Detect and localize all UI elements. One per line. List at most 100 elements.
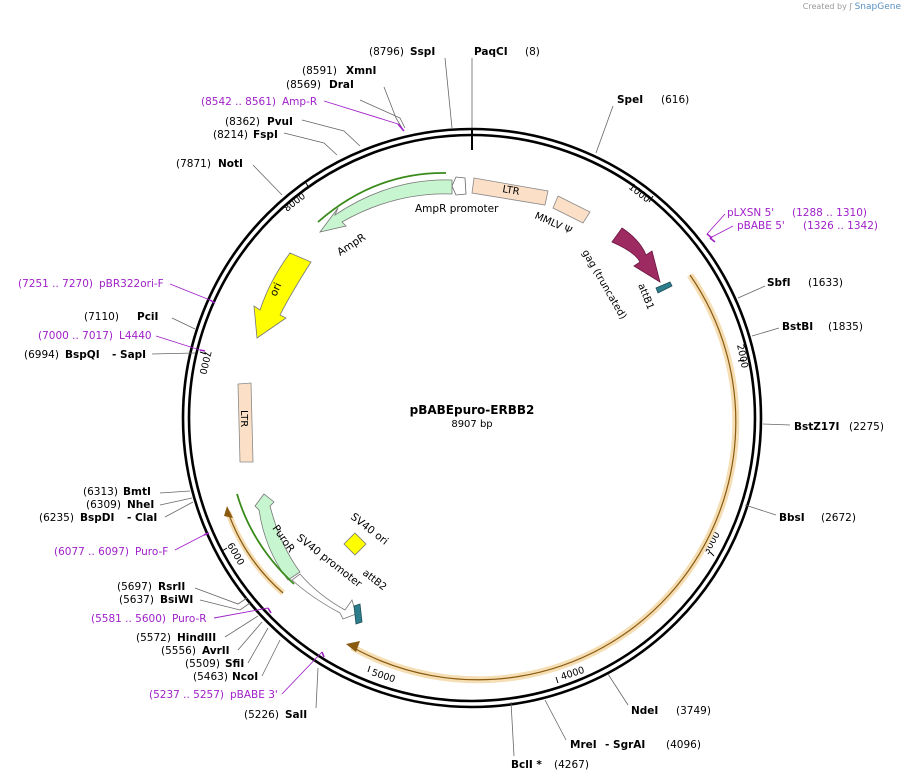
site-name[interactable]: BsiWI	[160, 594, 193, 606]
site-labels: (8796) SspI PaqCI (8) (8591) XmnI (8569)…	[24, 46, 884, 771]
site-leaders	[151, 57, 791, 757]
site-pos: (6313)	[83, 486, 118, 498]
orf-insert-arc-line	[351, 274, 737, 681]
tick-group: 1000 2000 3000 4000 5000 6000 7000 8000	[197, 182, 750, 686]
site-pos: (8214)	[213, 129, 248, 141]
site-pos: (616)	[661, 94, 689, 106]
ampr-promoter-label: AmpR promoter	[415, 203, 499, 215]
site-pos: (1633)	[808, 277, 843, 289]
plasmid-name: pBABEpuro-ERBB2	[410, 403, 535, 417]
orf-insert-arrow-icon	[346, 641, 360, 652]
ltr-feature-left[interactable]	[237, 382, 254, 463]
tick-mark	[221, 547, 228, 552]
primer-name[interactable]: pLXSN 5'	[727, 207, 774, 219]
plasmid-length: 8907 bp	[451, 419, 492, 430]
attb2-feature[interactable]	[353, 603, 363, 625]
primer-marks	[199, 123, 716, 658]
tick-mark	[199, 351, 207, 355]
primer-name[interactable]: pBR322ori-F	[99, 278, 164, 290]
ori-label: ori	[268, 281, 285, 298]
site-name[interactable]: MreI	[570, 739, 597, 751]
tick-label: 8000	[282, 191, 308, 215]
ltr-feature-top[interactable]	[471, 177, 549, 206]
snapgene-credit: Created by ʃ SnapGene	[803, 2, 901, 12]
primer-range: (5581 .. 5600)	[91, 613, 166, 625]
primer-range: (6077 .. 6097)	[54, 546, 129, 558]
site-pos: (5572)	[136, 632, 171, 644]
site-name[interactable]: BbsI	[779, 512, 805, 524]
site-name[interactable]: XmnI	[346, 65, 376, 77]
site-pos: (7871)	[176, 158, 211, 170]
attb2-label: attB2	[360, 568, 388, 593]
sv40-ori-feature[interactable]	[343, 532, 367, 556]
primer-name[interactable]: Amp-R	[282, 96, 317, 108]
site-name[interactable]: BclI *	[511, 759, 542, 771]
site-pos: (4096)	[666, 739, 701, 751]
site-name[interactable]: NdeI	[631, 705, 658, 717]
site-name[interactable]: SfiI	[225, 658, 244, 670]
primer-name[interactable]: L4440	[119, 330, 152, 342]
site-name[interactable]: FspI	[253, 129, 278, 141]
puror-feature[interactable]	[254, 493, 301, 581]
site-name[interactable]: SspI	[410, 46, 435, 58]
ori-feature[interactable]	[253, 252, 312, 339]
sv40-promoter-feature[interactable]	[291, 573, 357, 620]
site-name[interactable]: BspDI	[80, 512, 114, 524]
site-name[interactable]: NotI	[218, 158, 243, 170]
site-name[interactable]: SbfI	[767, 277, 791, 289]
site-pos: (5697)	[117, 581, 152, 593]
primer-name[interactable]: pBABE 3'	[230, 689, 278, 701]
primer-range: (8542 .. 8561)	[201, 96, 276, 108]
site-name[interactable]: PvuI	[267, 116, 293, 128]
puror-orf-arrow-icon	[224, 506, 233, 518]
mmlv-psi-feature[interactable]	[552, 195, 591, 224]
ampr-label: AmpR	[335, 231, 368, 258]
snapgene-logo-icon: ʃ	[849, 2, 853, 11]
site-name[interactable]: SalI	[285, 709, 307, 721]
primer-name[interactable]: Puro-F	[135, 546, 168, 558]
site-name[interactable]: BstZ17I	[794, 421, 839, 433]
site-name[interactable]: NheI	[127, 499, 154, 511]
site-pos: (8796)	[369, 46, 404, 58]
tick-label: 2000	[734, 343, 750, 369]
ampr-feature[interactable]	[319, 179, 453, 233]
site-alt: - SapI	[112, 349, 146, 361]
site-name[interactable]: RsrII	[158, 581, 185, 593]
site-name[interactable]: SpeI	[617, 94, 643, 106]
site-pos: (2275)	[849, 421, 884, 433]
backbone-outer-ring	[181, 127, 763, 709]
site-name[interactable]: HindIII	[177, 632, 216, 644]
tick-label: 7000	[197, 349, 213, 375]
primer-name[interactable]: pBABE 5'	[737, 220, 785, 232]
primer-range: (7251 .. 7270)	[18, 278, 93, 290]
gag-feature[interactable]	[611, 227, 661, 283]
primer-name[interactable]: Puro-R	[172, 613, 207, 625]
site-name[interactable]: BstBI	[782, 321, 813, 333]
site-pos: (5226)	[244, 709, 279, 721]
site-name[interactable]: BspQI	[65, 349, 100, 361]
site-name[interactable]: AvrII	[202, 645, 230, 657]
primer-range: (5237 .. 5257)	[149, 689, 224, 701]
site-pos: (5556)	[161, 645, 196, 657]
tick-mark	[737, 359, 745, 362]
site-name[interactable]: PciI	[137, 311, 158, 323]
site-pos: (1835)	[828, 321, 863, 333]
primer-range: (1288 .. 1310)	[792, 207, 867, 219]
site-pos: (8591)	[302, 65, 337, 77]
ampr-promoter-feature[interactable]	[451, 176, 467, 196]
puror-orf-arc-line	[227, 511, 284, 594]
ltr-label-top: LTR	[501, 184, 520, 198]
credit-brand: SnapGene	[854, 2, 901, 12]
site-name[interactable]: DraI	[329, 79, 354, 91]
site-name[interactable]: BmtI	[123, 486, 151, 498]
primer-labels: (8542 .. 8561) Amp-R pLXSN 5' (1288 .. 1…	[18, 96, 878, 701]
site-pos: (6309)	[86, 499, 121, 511]
site-pos: (5637)	[119, 594, 154, 606]
attb1-feature[interactable]	[655, 281, 673, 294]
credit-prefix: Created by	[802, 2, 847, 11]
site-pos: (5463)	[193, 671, 228, 683]
site-name[interactable]: NcoI	[232, 671, 258, 683]
site-pos: (3749)	[676, 705, 711, 717]
site-pos: (6994)	[24, 349, 59, 361]
site-name[interactable]: PaqCI	[474, 46, 508, 58]
